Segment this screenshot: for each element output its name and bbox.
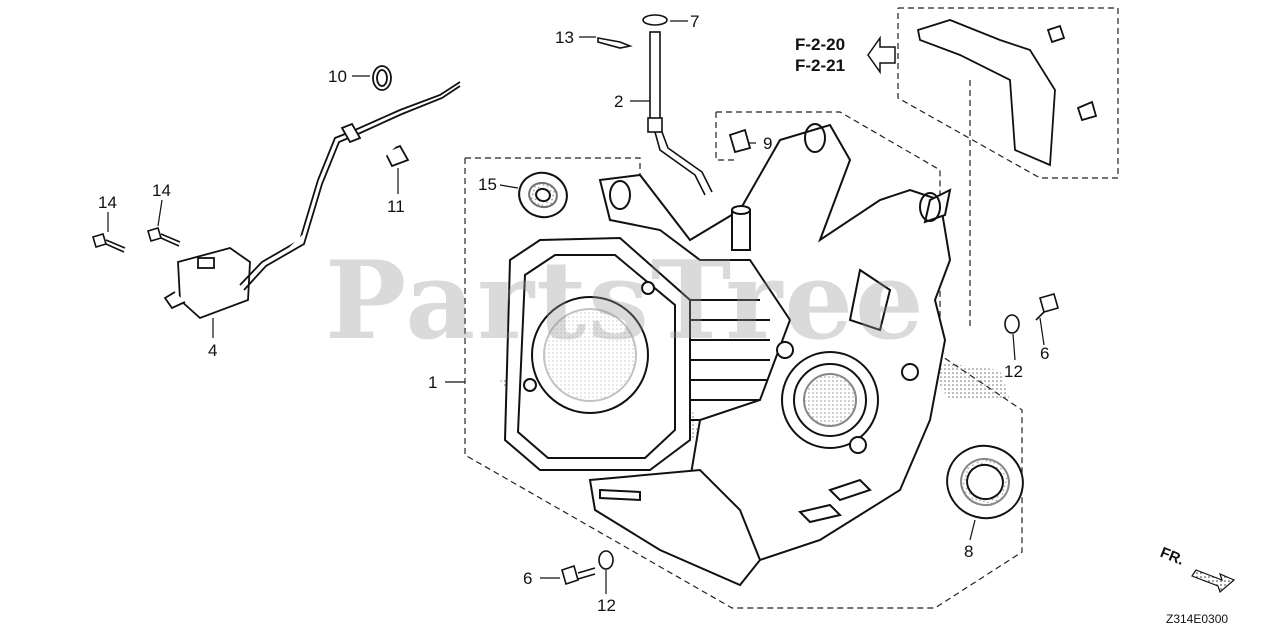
- bearing: [518, 171, 568, 219]
- callout-11: 11: [387, 197, 405, 216]
- callout-6-bottom: 6: [523, 569, 533, 588]
- cylinder-block: [503, 236, 770, 471]
- oil-alert-switch: [163, 81, 461, 320]
- callout-14-left: 14: [98, 193, 117, 212]
- base-plate: [588, 468, 872, 587]
- shaded-region-right: [920, 360, 1010, 400]
- drawing-code: Z314E0300: [1166, 612, 1229, 626]
- callout-10: 10: [328, 67, 347, 86]
- callout-9: 9: [763, 134, 773, 153]
- callout-8: 8: [964, 542, 974, 561]
- callout-4: 4: [208, 341, 218, 360]
- callout-15: 15: [478, 175, 497, 194]
- callout-1: 1: [428, 373, 438, 392]
- callout-13: 13: [555, 28, 574, 47]
- bolt-washer-right: [1004, 293, 1059, 334]
- callout-7: 7: [690, 12, 700, 31]
- reference-label-2: F-2-21: [795, 56, 846, 75]
- small-parts: [372, 65, 752, 168]
- watermark: PartsTree: [325, 238, 926, 364]
- leader-lines: [107, 20, 1045, 594]
- crankcase: [598, 123, 952, 562]
- callout-14-right: 14: [152, 181, 171, 200]
- callout-6-right: 6: [1040, 344, 1050, 363]
- oil-gauge-rod: [597, 14, 713, 196]
- callout-12-right: 12: [1004, 362, 1023, 381]
- fr-arrow: [1191, 569, 1236, 594]
- reference-label-1: F-2-20: [795, 35, 846, 54]
- oil-seal: [946, 444, 1024, 520]
- bolt-washer-bottom: [561, 550, 614, 586]
- bolts-14: [92, 227, 181, 253]
- bracket: [916, 19, 1098, 167]
- callout-12-bottom: 12: [597, 596, 616, 615]
- callout-2: 2: [614, 92, 624, 111]
- assembly-outline: [464, 7, 1119, 609]
- ref-arrow: [867, 35, 896, 75]
